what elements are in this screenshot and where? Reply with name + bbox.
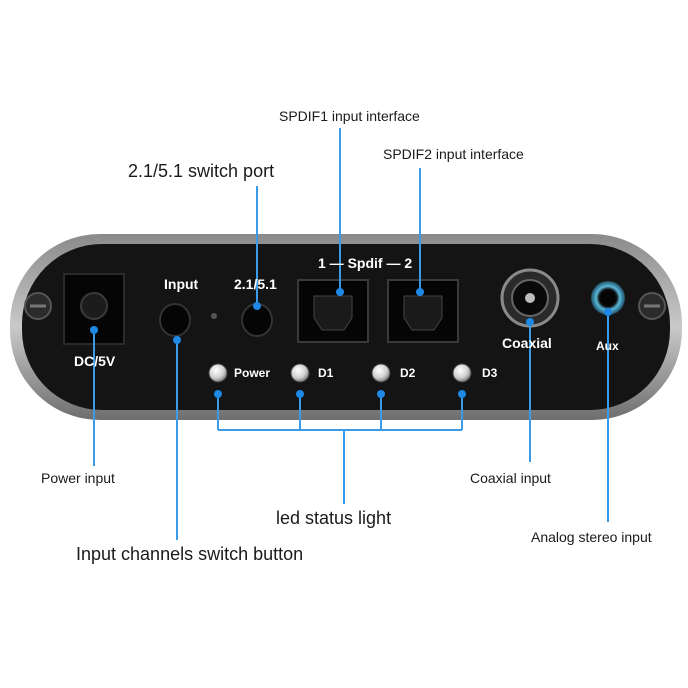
panel-d2-label: D2 <box>400 366 416 380</box>
panel-input-label: Input <box>164 276 199 292</box>
screw-icon <box>638 292 666 320</box>
callout-spdif2: SPDIF2 input interface <box>383 146 524 162</box>
led-icon <box>452 363 472 383</box>
callout-analog-stereo: Analog stereo input <box>531 529 652 545</box>
rca-jack-icon <box>500 268 560 328</box>
panel-d3-label: D3 <box>482 366 498 380</box>
optical-port-icon <box>297 279 369 343</box>
optical-port-icon <box>387 279 459 343</box>
callout-power-input: Power input <box>41 470 115 486</box>
callout-coaxial-input: Coaxial input <box>470 470 551 486</box>
panel-d1-label: D1 <box>318 366 334 380</box>
callout-led-status: led status light <box>276 508 392 528</box>
aux-jack-icon <box>591 281 625 315</box>
callout-switch-port: 2.1/5.1 switch port <box>128 161 275 181</box>
led-icon <box>208 363 228 383</box>
led-icon <box>371 363 391 383</box>
screw-icon <box>24 292 52 320</box>
callout-input-switch-button: Input channels switch button <box>76 544 304 564</box>
panel-switch-label: 2.1/5.1 <box>234 276 277 292</box>
callout-spdif1: SPDIF1 input interface <box>279 108 420 124</box>
panel-aux-label: Aux <box>596 339 619 353</box>
panel-coaxial-label: Coaxial <box>502 335 552 351</box>
callout-lines <box>90 128 612 540</box>
panel-power-label: Power <box>234 366 271 380</box>
button-icon <box>159 303 191 337</box>
led-icon <box>290 363 310 383</box>
panel-spdif-header: 1 — Spdif — 2 <box>318 255 413 271</box>
panel-dc-label: DC/5V <box>74 353 116 369</box>
